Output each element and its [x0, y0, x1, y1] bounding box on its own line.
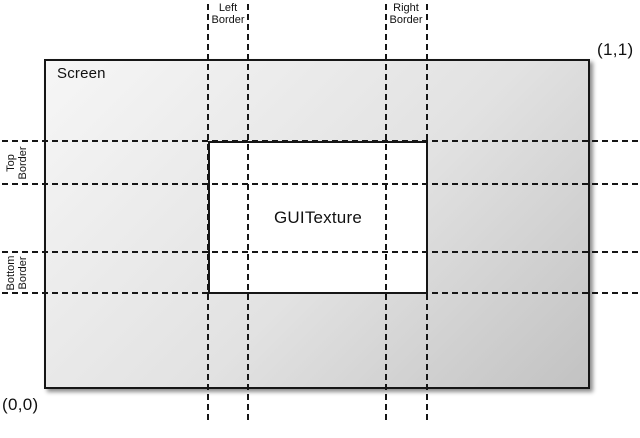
texture-bottom-edge-guide-line — [2, 292, 639, 294]
texture-top-edge-guide-line — [2, 140, 639, 142]
texture-right-edge-guide-line — [426, 4, 428, 423]
bottom-border-guide-line — [2, 251, 639, 253]
guitexture-label: GUITexture — [274, 207, 362, 227]
left-border-label-line2: Border — [211, 14, 245, 26]
right-border-guide-line — [385, 4, 387, 423]
top-border-label: Top Border — [5, 140, 29, 186]
top-border-label-line2: Border — [17, 146, 29, 180]
guitexture-rect: GUITexture — [208, 141, 428, 294]
right-border-label-line1: Right — [393, 2, 419, 14]
right-border-label-line2: Border — [389, 14, 423, 26]
bottom-border-label: Bottom Border — [5, 250, 29, 296]
bottom-border-label-line2: Border — [17, 256, 29, 290]
bottom-border-label-line1: Bottom — [5, 255, 17, 291]
coordinate-label-top-right: (1,1) — [597, 40, 634, 59]
coordinate-label-origin: (0,0) — [2, 395, 39, 414]
top-border-label-line1: Top — [5, 154, 17, 172]
texture-left-edge-guide-line — [207, 4, 209, 423]
left-border-guide-line — [247, 4, 249, 423]
right-border-label: Right Border — [364, 2, 448, 26]
screen-label: Screen — [57, 65, 106, 82]
top-border-guide-line — [2, 183, 639, 185]
left-border-label-line1: Left — [218, 2, 238, 14]
left-border-label: Left Border — [186, 2, 270, 26]
